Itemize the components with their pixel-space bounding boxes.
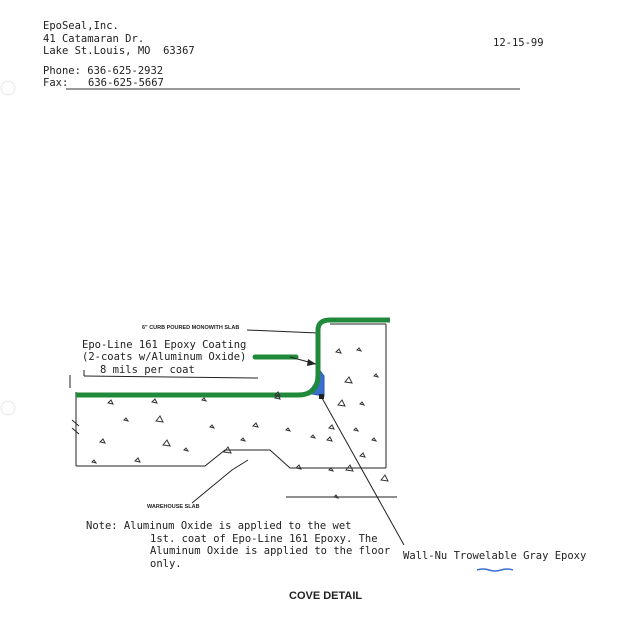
warehouse-slab-label: WAREHOUSE SLAB [147,504,200,510]
aggregate-marks [91,347,389,499]
cove-corner-mark [319,394,324,399]
note-line-1: Note: Aluminum Oxide is applied to the w… [86,520,352,532]
note-line-3: Aluminum Oxide is applied to the floor [150,545,391,557]
curb-leader [246,329,319,334]
curb-label: 6" CURB POURED MONOWITH SLAB [142,325,240,331]
wall-nu-underline [476,568,514,572]
phone-line: Phone: 636-625-2932 [43,65,164,77]
epoxy-coating [76,317,390,398]
wall-nu-label: Wall-Nu Trowelable Gray Epoxy [403,550,587,562]
wall-nu-leader [321,397,405,546]
warehouse-leader [191,459,249,504]
note-line-4: only. [150,558,182,570]
coating-leader [83,375,259,379]
address-line-2: Lake St.Louis, MO 63367 [43,45,195,57]
coating-label-line-2: (2-coats w/Aluminum Oxide) [82,351,247,363]
company-name: EpoSeal,Inc. [43,20,119,32]
hole-punch-top [0,80,16,96]
fax-label: Fax: [43,77,69,89]
note-line-2: 1st. coat of Epo-Line 161 Epoxy. The [150,533,378,545]
address-line-1: 41 Catamaran Dr. [43,33,145,45]
document-date: 12-15-99 [493,37,544,49]
fax-number: 636-625-5667 [88,77,164,89]
diagram-title: COVE DETAIL [289,590,363,602]
slab-outline [69,323,387,469]
coating-label-line-1: Epo-Line 161 Epoxy Coating [82,339,247,351]
hole-punch-middle [0,400,16,416]
coating-label-line-3: 8 mils per coat [100,364,195,376]
